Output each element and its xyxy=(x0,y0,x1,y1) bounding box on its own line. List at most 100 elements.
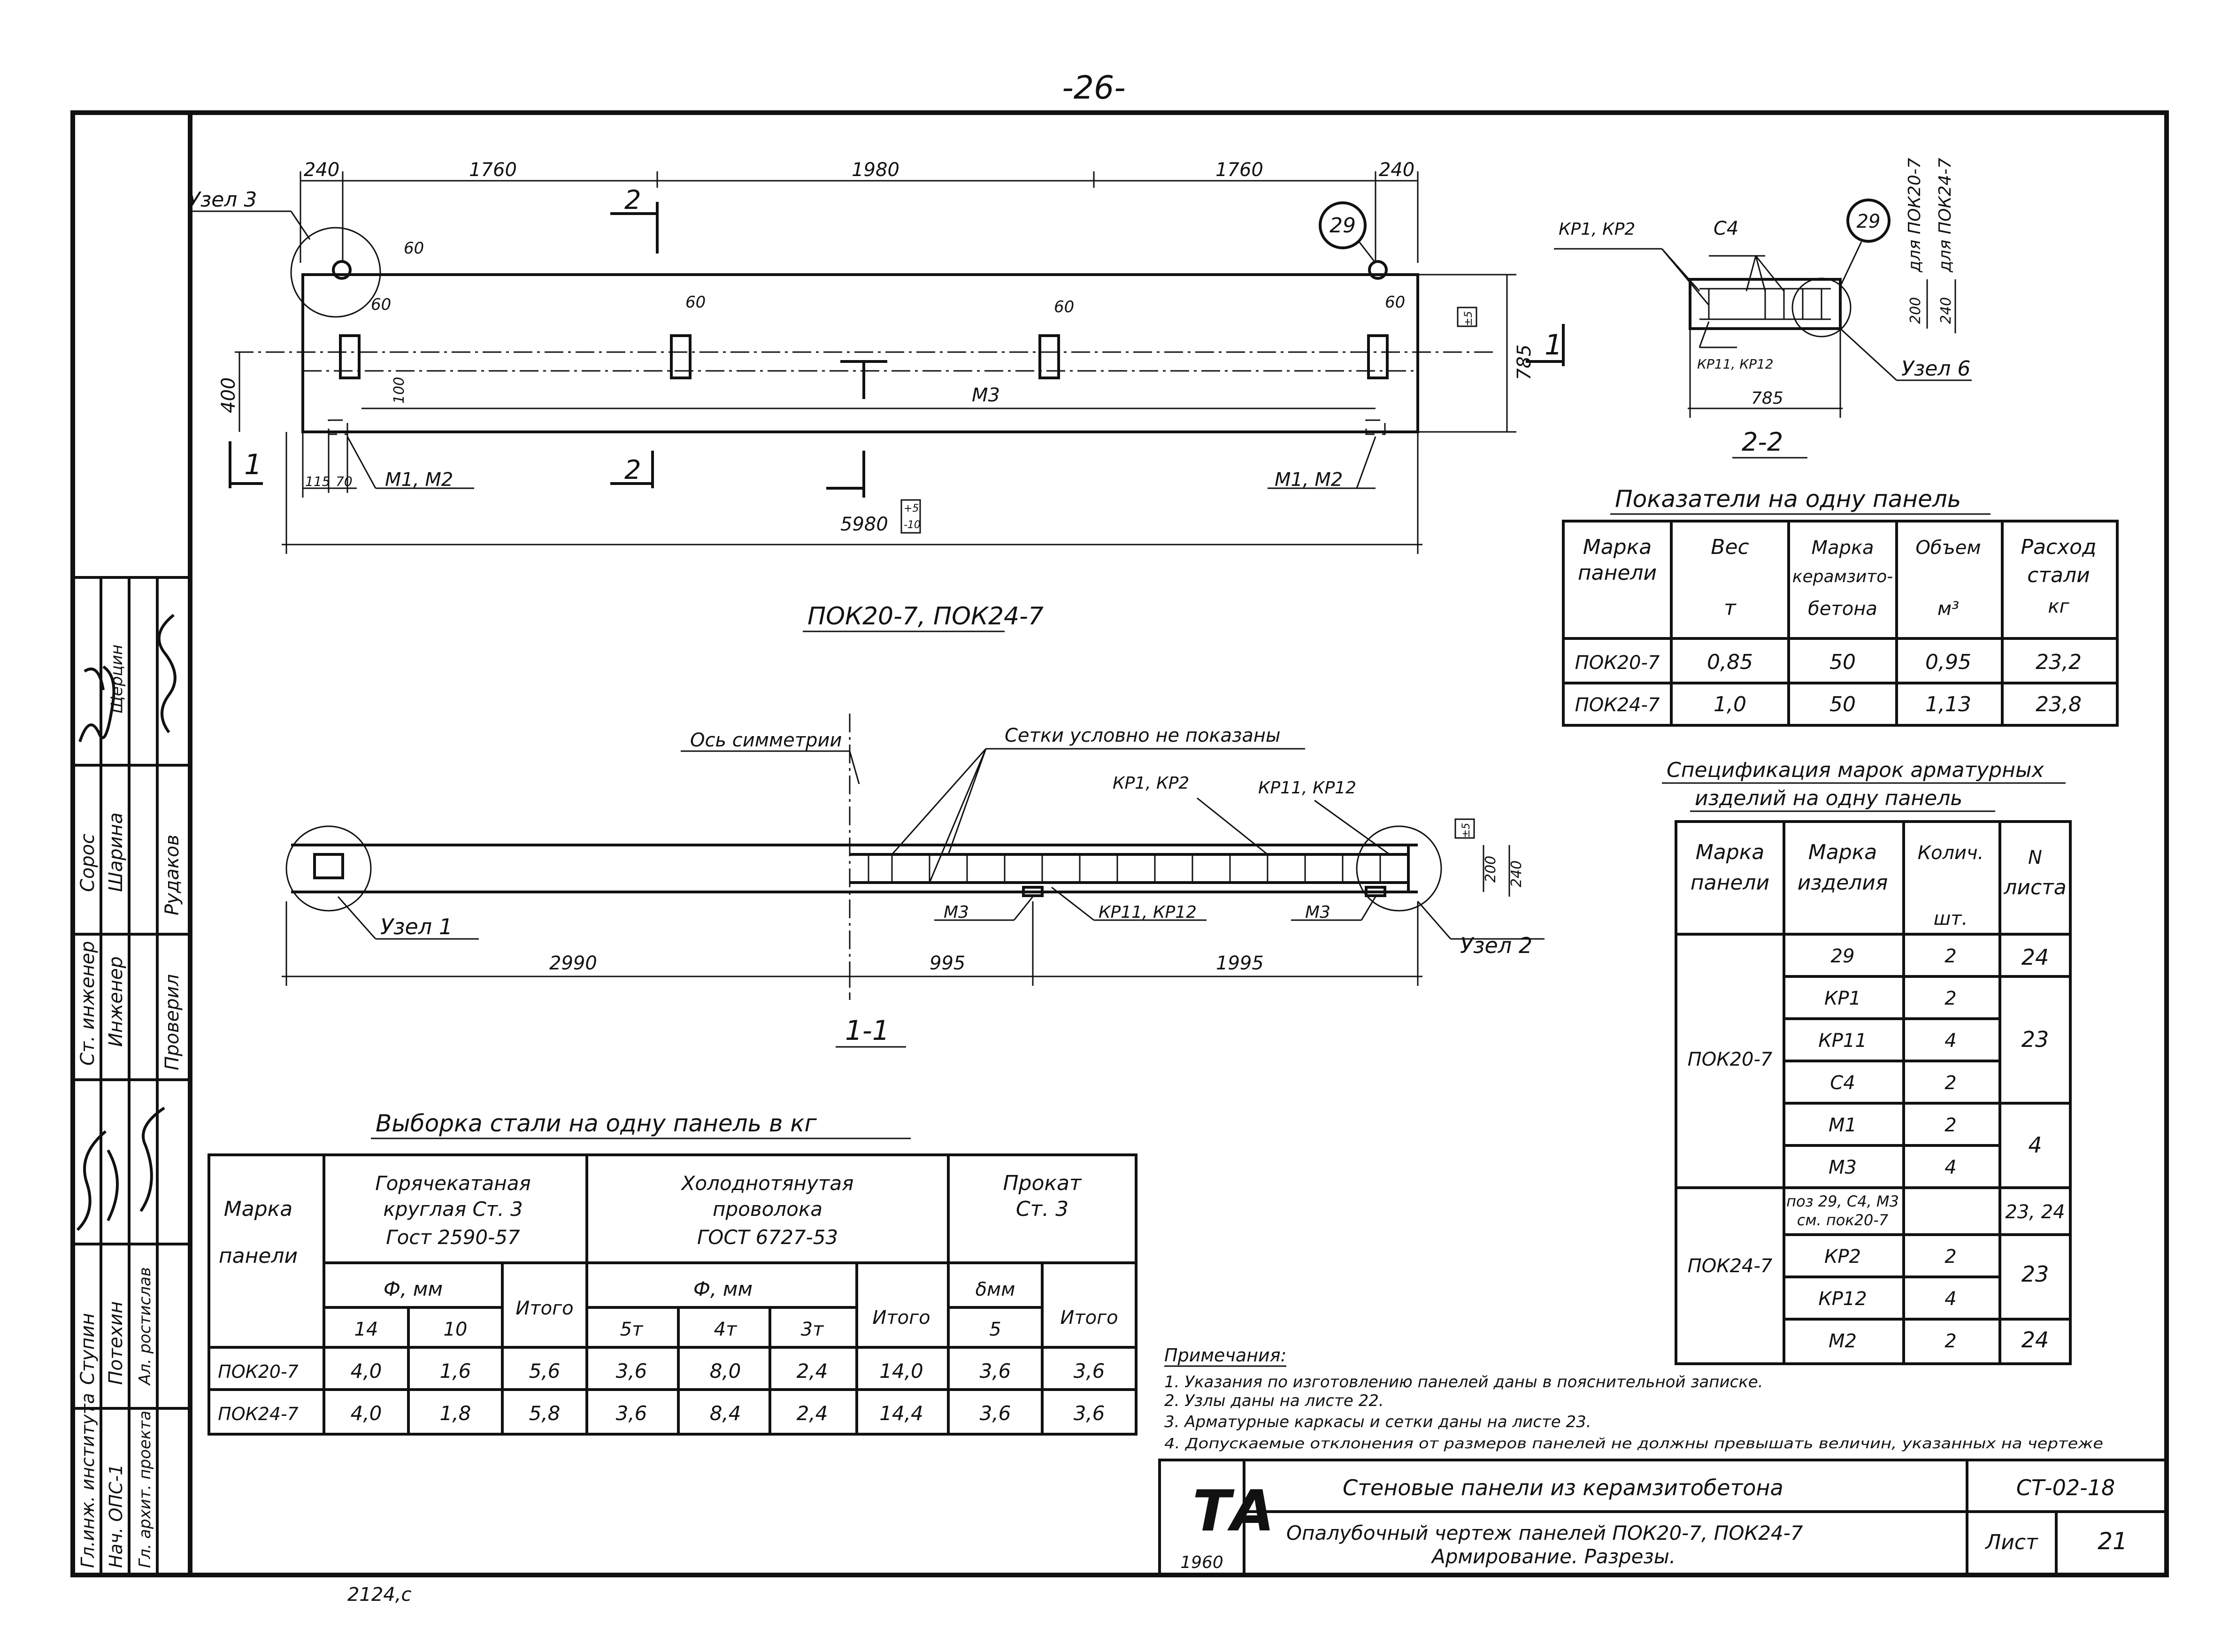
spec-h-mark: Марка xyxy=(1696,840,1764,864)
s11-uzel1: Узел 1 xyxy=(380,914,453,939)
stamp-logo: ТА xyxy=(1192,1479,1275,1544)
plan-m3: М3 xyxy=(972,384,1000,406)
spec-pos-note1: поз 29, С4, М3 xyxy=(1786,1192,1899,1210)
ind-h-weight: Вес xyxy=(1711,535,1749,559)
s11-uzel2: Узел 2 xyxy=(1460,933,1532,958)
ind-h-m3: м³ xyxy=(1937,598,1959,620)
stamp-project: Стеновые панели из керамзитобетона xyxy=(1343,1475,1783,1500)
spec-pok20: ПОК20-7 xyxy=(1688,1049,1773,1070)
ind-h-t: т xyxy=(1724,596,1737,620)
s22-c4: С4 xyxy=(1714,218,1738,239)
spec-pok24: ПОК24-7 xyxy=(1688,1255,1773,1277)
stamp-sheet-title1: Опалубочный чертеж панелей ПОК20-7, ПОК2… xyxy=(1286,1521,1803,1544)
spec-pos-note2: см. пок20-7 xyxy=(1797,1211,1889,1229)
plan-d60-c: 60 xyxy=(685,293,706,312)
spec-h-panel: панели xyxy=(1691,871,1769,895)
s11-kp11kp12: КР11, КР12 xyxy=(1258,778,1356,798)
side-r5: Инженер xyxy=(105,956,127,1047)
steel-r1-c9: 3,6 xyxy=(980,1360,1011,1383)
ind-title: Показатели на одну панель xyxy=(1615,485,1961,513)
spec-r20-5-mark: М1 xyxy=(1829,1114,1857,1136)
plan-d60-e: 60 xyxy=(1385,293,1405,312)
steel-itogo2: Итого xyxy=(872,1307,930,1329)
spec-table: Спецификация марок арматурных изделий на… xyxy=(1662,758,2072,1365)
steel-r1-c1: ПОК20-7 xyxy=(218,1361,299,1382)
s11-m3-left: М3 xyxy=(944,903,969,922)
plan-m1m2-left: М1, М2 xyxy=(385,469,453,491)
plan-d60-d: 60 xyxy=(1054,298,1074,316)
spec-h-izd-mark: Марка xyxy=(1808,840,1877,864)
spec-r24-2-mark: КР12 xyxy=(1818,1288,1867,1310)
spec-r24-3-mark: М2 xyxy=(1829,1330,1857,1352)
spec-r20-3-mark: КР11 xyxy=(1818,1030,1867,1052)
s11-kp1kp2: КР1, КР2 xyxy=(1113,774,1189,793)
s11-d995: 995 xyxy=(930,953,965,974)
steel-prok2: Ст. 3 xyxy=(1016,1197,1068,1221)
plan-title: ПОК20-7, ПОК24-7 xyxy=(807,602,1044,630)
dim-240-right: 240 xyxy=(1379,159,1414,181)
spec-r24-3-qty: 2 xyxy=(1945,1330,1956,1352)
steel-table: Выборка стали на одну панель в кг Марка … xyxy=(208,1110,1138,1436)
ind-r2-c5: 23,8 xyxy=(2036,692,2082,716)
bottom-mark: 2124,с xyxy=(347,1584,412,1606)
spec-pos-sheet: 23, 24 xyxy=(2005,1201,2065,1223)
panel-outline xyxy=(301,273,1419,433)
ind-h-panel: панели xyxy=(1578,561,1657,585)
steel-r2-c9: 3,6 xyxy=(980,1402,1011,1425)
signature-1 xyxy=(78,665,115,742)
note-4: 4. Допускаемые отклонения от размеров па… xyxy=(1164,1436,2103,1452)
stamp-code: СТ-02-18 xyxy=(2016,1475,2115,1500)
steel-r1-c7: 2,4 xyxy=(797,1360,828,1383)
s11-axis-sym: Ось симметрии xyxy=(690,730,842,751)
plan-tol-c: ±5 xyxy=(1463,311,1475,326)
plan-sec2-top: 2 xyxy=(624,185,641,215)
stamp-sheet-no: 21 xyxy=(2098,1528,2128,1555)
plan-d5980: 5980 xyxy=(840,514,888,535)
ind-h-rash: Расход xyxy=(2021,535,2096,559)
s11-d1995: 1995 xyxy=(1216,953,1264,974)
s22-d785: 785 xyxy=(1751,389,1783,408)
spec-r24-1-mark: КР2 xyxy=(1824,1246,1861,1268)
steel-r1-c2: 4,0 xyxy=(351,1360,382,1383)
plan-d115: 115 xyxy=(305,474,330,489)
plan-node-29: 29 xyxy=(1330,214,1356,238)
s22-d240: 240 xyxy=(1938,297,1954,324)
spec-h-sht: шт. xyxy=(1934,908,1968,930)
steel-r2-c10: 3,6 xyxy=(1074,1402,1105,1425)
s11-title: 1-1 xyxy=(845,1014,890,1046)
note-3: 3. Арматурные каркасы и сетки даны на ли… xyxy=(1164,1413,1591,1431)
steel-h-mark: Марка xyxy=(224,1197,292,1221)
steel-phi-mm: Ф, мм xyxy=(384,1277,443,1300)
dim-240-left: 240 xyxy=(304,159,339,181)
spec-sheet24-a: 23 xyxy=(2021,1261,2049,1287)
steel-r2-c3: 1,8 xyxy=(440,1402,471,1425)
ind-h-kg: кг xyxy=(2048,596,2069,617)
plan-tol-a: +5 xyxy=(904,503,919,515)
spec-r20-2-qty: 2 xyxy=(1945,988,1956,1009)
spec-h-n: N xyxy=(2028,847,2042,868)
plan-d60-a: 60 xyxy=(404,239,424,258)
spec-r20-5-qty: 2 xyxy=(1945,1114,1956,1136)
side-r2: Нач. ОПС-1 xyxy=(106,1464,126,1568)
signature-3 xyxy=(76,1106,165,1231)
steel-cold1: Холоднотянутая xyxy=(681,1172,854,1195)
s22-for-pok20: для ПОК20-7 xyxy=(1905,158,1924,273)
plan-sec1-right: 1 xyxy=(1545,329,1562,361)
ind-r1-c4: 0,95 xyxy=(1925,650,1971,674)
steel-r1-c10: 3,6 xyxy=(1074,1360,1105,1383)
spec-sheet24-b: 24 xyxy=(2021,1327,2049,1352)
s11-d2990: 2990 xyxy=(549,953,597,974)
steel-r1-c4: 5,6 xyxy=(529,1360,561,1383)
s22-kp1kp2: КР1, КР2 xyxy=(1559,220,1635,239)
spec-r20-4-qty: 2 xyxy=(1945,1072,1956,1094)
steel-r1-c3: 1,6 xyxy=(440,1360,471,1383)
ind-r2-c2: 1,0 xyxy=(1714,692,1746,716)
spec-r24-1-qty: 2 xyxy=(1945,1246,1956,1268)
s22-kp11kp12: КР11, КР12 xyxy=(1697,356,1774,372)
steel-d5: 5 xyxy=(989,1319,1001,1340)
steel-d5t: 5т xyxy=(620,1319,644,1340)
notes-block: Примечания: 1. Указания по изготовлению … xyxy=(1164,1345,2103,1452)
plan-view: 240 1760 1980 1760 240 М3 Узел 3 29 xyxy=(188,159,1565,632)
side-r1b: Ступин xyxy=(77,1313,99,1385)
spec-r20-6-mark: М3 xyxy=(1829,1157,1857,1178)
